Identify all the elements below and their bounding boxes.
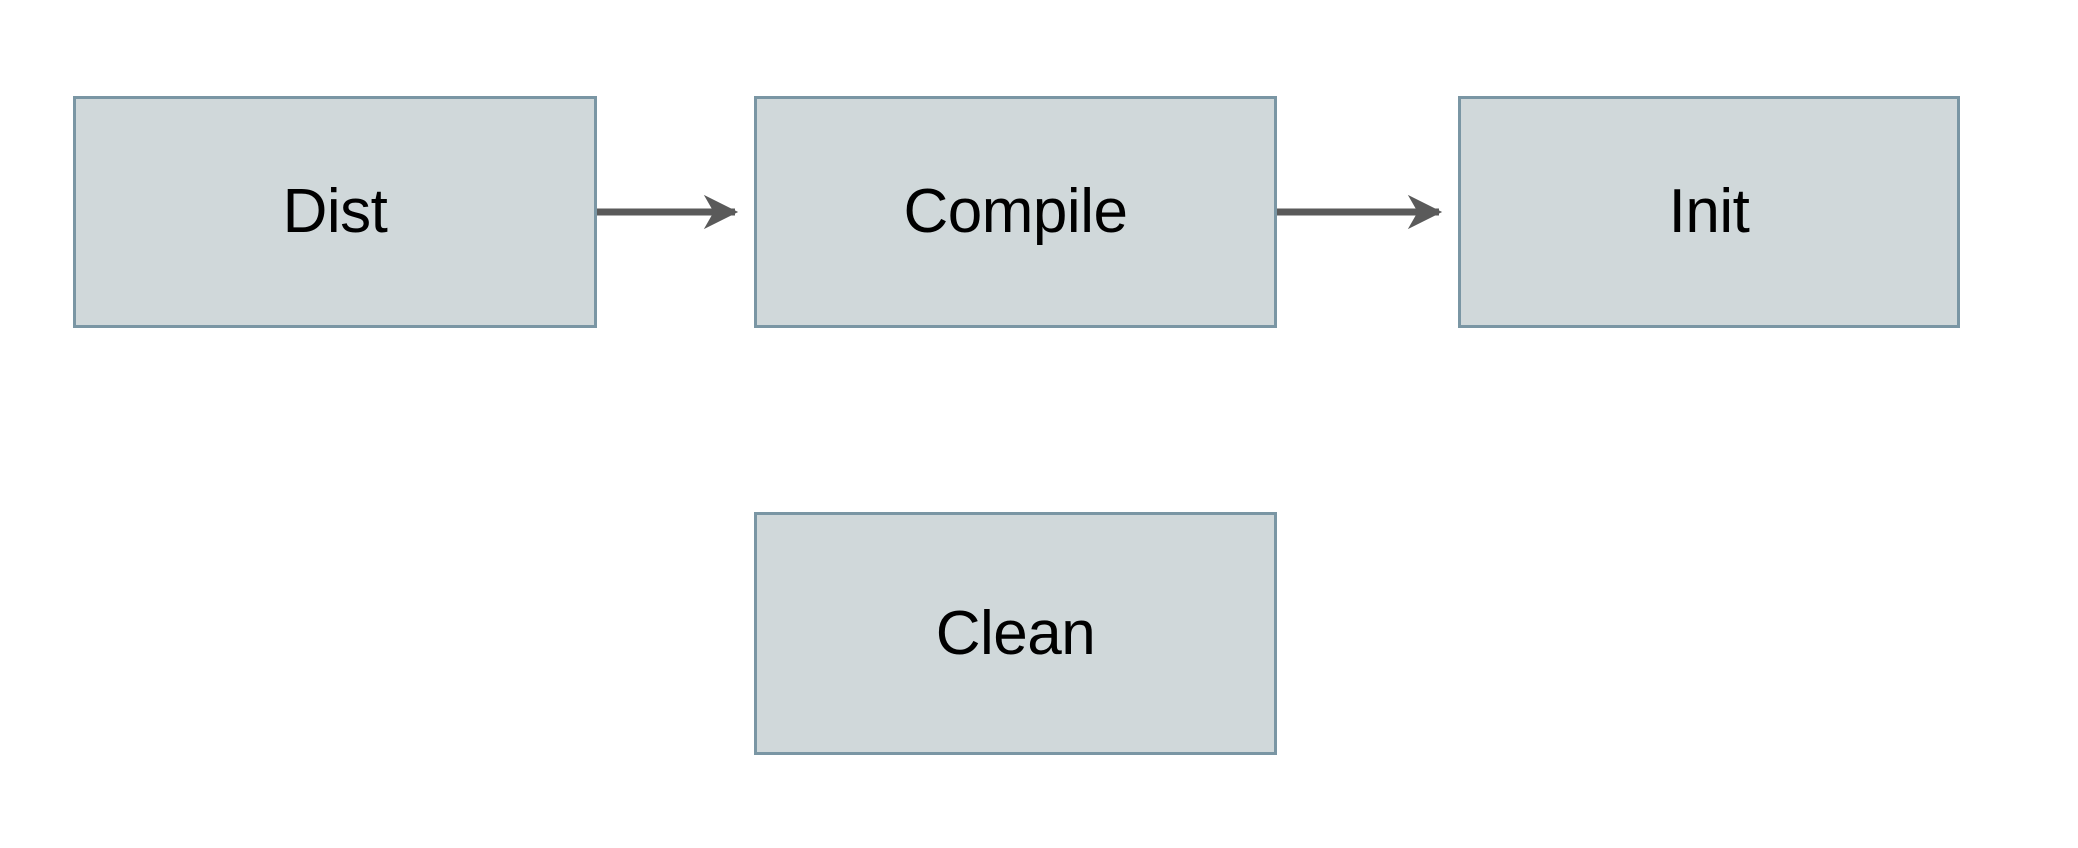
node-init-label: Init — [1668, 177, 1750, 246]
edge-compile-init-hitbox[interactable] — [1277, 192, 1461, 232]
edge-dist-compile-hitbox[interactable] — [597, 192, 757, 232]
node-dist[interactable]: Dist — [73, 96, 597, 328]
node-clean-label: Clean — [935, 598, 1096, 668]
node-compile-label: Compile — [903, 177, 1128, 246]
node-dist-label: Dist — [282, 177, 388, 246]
node-compile[interactable]: Compile — [754, 96, 1277, 328]
node-clean[interactable]: Clean — [754, 512, 1277, 755]
node-init[interactable]: Init — [1458, 96, 1960, 328]
